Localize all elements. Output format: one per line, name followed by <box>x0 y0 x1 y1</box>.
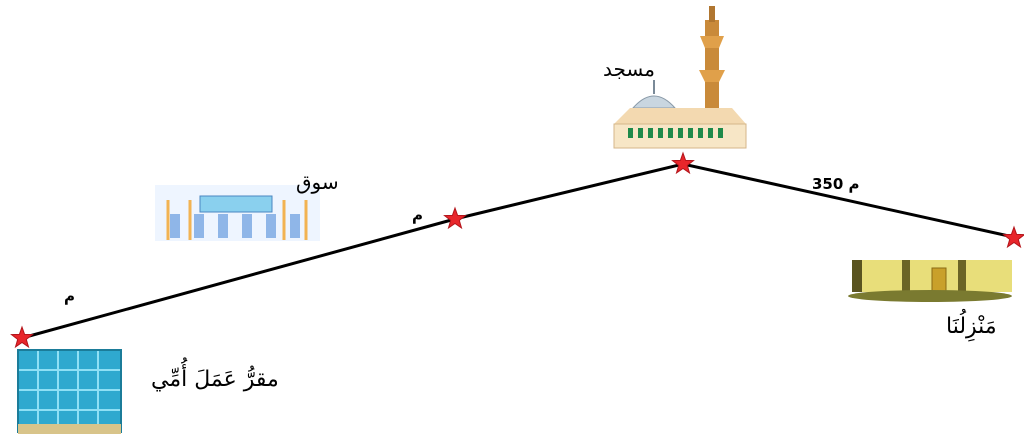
distance-value: 350 <box>812 175 844 193</box>
distance-unit: م <box>64 287 75 305</box>
star-marker-mosque <box>671 151 695 175</box>
mosque-label: مسجد <box>603 57 655 81</box>
office-building-icon <box>17 349 122 434</box>
route-line <box>21 162 1019 340</box>
distance-market-work: م <box>64 287 75 305</box>
distance-home-mosque: م 350 <box>812 175 860 193</box>
star-marker-work <box>10 325 34 349</box>
star-marker-home <box>1002 225 1024 249</box>
distance-unit: م <box>412 206 423 224</box>
star-marker-market <box>443 206 467 230</box>
market-icon <box>155 185 320 241</box>
work-label: مقرُّ عَمَلَ أُمِّي <box>151 367 279 392</box>
distance-mosque-market: م <box>412 206 423 224</box>
mosque-icon <box>613 6 747 149</box>
home-label: مَنْزِلُنَا <box>946 314 997 339</box>
market-label: سوق <box>296 170 339 194</box>
distance-unit: م <box>848 175 860 193</box>
house-icon <box>848 260 1012 302</box>
